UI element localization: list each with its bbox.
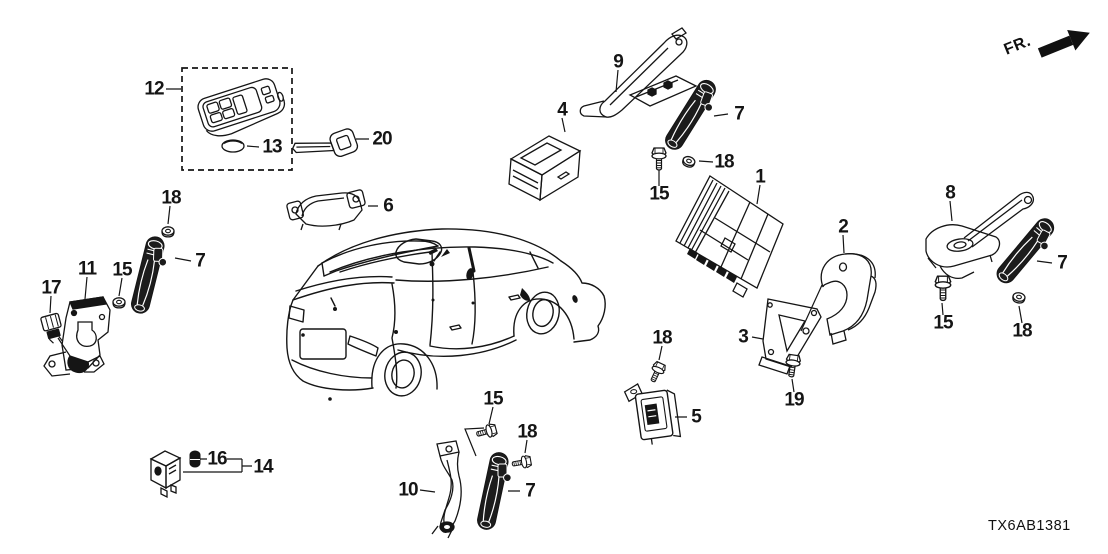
part-callout-15: 15 [649, 183, 669, 205]
mounting-dots [301, 248, 578, 401]
part-callout-7: 7 [525, 480, 536, 502]
part-callout-17: 17 [41, 277, 61, 299]
part-callout-20: 20 [372, 128, 392, 150]
bracket-8-drawing [925, 191, 1035, 280]
part-callout-7: 7 [1057, 252, 1068, 274]
part-callout-11: 11 [77, 258, 97, 280]
part-callout-3: 3 [738, 326, 749, 348]
part-callout-4: 4 [557, 99, 568, 121]
key-blade-drawing [291, 128, 359, 157]
key-fob-drawing [197, 78, 286, 137]
buzzer-14-drawing [149, 450, 182, 499]
bracket-9-drawing [579, 27, 698, 118]
bracket-2-drawing [820, 253, 877, 345]
part-callout-18: 18 [714, 151, 734, 173]
part-callout-14: 14 [253, 456, 273, 478]
part-callout-18: 18 [161, 187, 181, 209]
leader-lines [49, 69, 1053, 493]
battery-drawing [221, 139, 245, 153]
receiver-unit-4-drawing [508, 135, 582, 202]
part-callout-1: 1 [755, 166, 766, 188]
part-callout-9: 9 [613, 51, 624, 73]
part-callout-13: 13 [262, 136, 282, 158]
control-module-1-drawing [675, 175, 784, 298]
part-callout-7: 7 [195, 250, 206, 272]
part-callout-15: 15 [483, 388, 503, 410]
bracket-11-drawing [43, 296, 111, 377]
fr-arrow-icon [1037, 30, 1090, 58]
bracket-10-drawing [431, 440, 462, 539]
clip-17-drawing [40, 312, 63, 344]
part-callout-12: 12 [144, 78, 164, 100]
part-callout-19: 19 [784, 389, 804, 411]
part-callout-10: 10 [398, 479, 418, 501]
part-callout-18: 18 [652, 327, 672, 349]
car-illustration [286, 228, 606, 401]
part-callout-8: 8 [945, 182, 956, 204]
part-callout-2: 2 [838, 216, 849, 238]
part-callout-16: 16 [207, 448, 227, 470]
unit-5-drawing [623, 383, 682, 445]
grommet-16-drawing [189, 450, 201, 468]
part-callout-5: 5 [691, 406, 702, 428]
part-callout-15: 15 [112, 259, 132, 281]
part-callout-6: 6 [383, 195, 394, 217]
bracket-6-drawing [286, 189, 366, 231]
part-callout-18: 18 [517, 421, 537, 443]
key-set-dashed-box [181, 67, 293, 171]
part-callout-15: 15 [933, 312, 953, 334]
part-callout-18: 18 [1012, 320, 1032, 342]
part-callout-7: 7 [734, 103, 745, 125]
figure-code: TX6AB1381 [988, 518, 1071, 534]
